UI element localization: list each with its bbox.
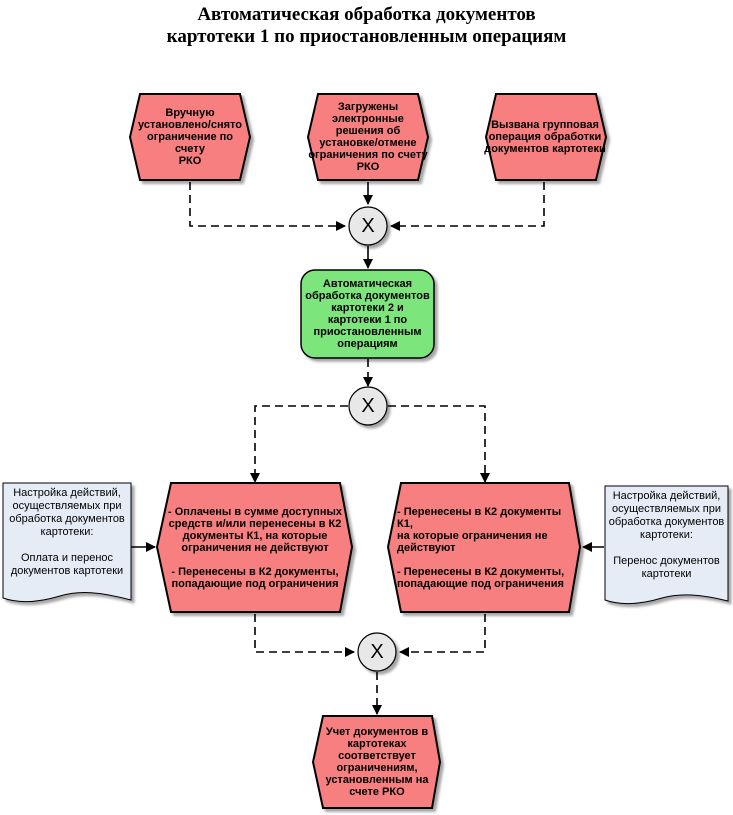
document-left-shape bbox=[2, 482, 132, 603]
connector-line-moved-xor3 bbox=[399, 614, 486, 657]
event-loaded-label: Загружены электронные решения об установ… bbox=[308, 101, 428, 173]
event-result-label: Учет документов в картотеках соответству… bbox=[325, 726, 429, 798]
event-manual-shape bbox=[128, 93, 252, 181]
xor-connector-1-label: X bbox=[361, 215, 375, 237]
connector-line-manual-xor bbox=[189, 182, 346, 231]
document-left-label: Настройка действий, осуществляемых при о… bbox=[9, 487, 125, 577]
event-moved-label: - Перенесены в К2 документы К1, на котор… bbox=[397, 506, 565, 590]
event-group-shape bbox=[484, 93, 608, 181]
event-loaded-shape bbox=[306, 93, 430, 181]
function-label: Автоматическая обработка документов карт… bbox=[305, 278, 430, 350]
document-right-label: Настройка действий, осуществляемых при о… bbox=[608, 490, 725, 580]
event-result-shape bbox=[311, 715, 442, 809]
event-paid-shape bbox=[155, 482, 354, 613]
xor-connector-3-shape bbox=[357, 632, 397, 672]
diagram-title: Автоматическая обработка документов карт… bbox=[0, 4, 733, 48]
xor-connector-1-shape bbox=[348, 206, 388, 246]
xor-connector-3-label: X bbox=[370, 641, 384, 663]
connector-line-xor2-right bbox=[388, 405, 490, 483]
event-manual-label: Вручную установлено/снято ограничение по… bbox=[138, 107, 242, 167]
connector-line-group-xor bbox=[390, 182, 545, 231]
connector-line-xor2-left bbox=[250, 405, 348, 483]
title-line-1: Автоматическая обработка документов bbox=[197, 4, 536, 25]
event-paid-label: - Оплачены в сумме доступных средств и/и… bbox=[168, 506, 342, 590]
title-line-2: картотеки 1 по приостановленным операция… bbox=[166, 26, 567, 47]
xor-connector-2-label: X bbox=[361, 395, 375, 417]
connector-line-paid-xor3 bbox=[254, 614, 355, 657]
function-shape bbox=[300, 269, 435, 359]
document-right-shape bbox=[604, 485, 729, 605]
event-moved-shape bbox=[386, 482, 582, 613]
xor-connector-2-shape bbox=[348, 386, 388, 426]
event-group-label: Вызвана групповая операция обработки док… bbox=[484, 119, 606, 155]
